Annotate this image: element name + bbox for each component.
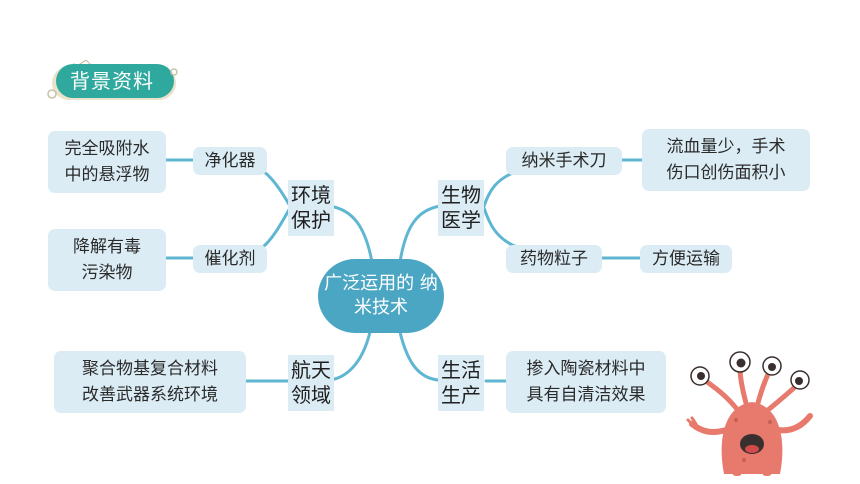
life-desc-line1: 掺入陶瓷材料中 xyxy=(526,359,646,379)
connector-center-bio xyxy=(398,204,442,264)
monster-mascot-icon xyxy=(686,351,813,476)
bio-knife-desc-line1: 流血量少，手术 xyxy=(666,137,786,157)
category-env-line1: 环境 xyxy=(291,183,331,207)
swirl-decoration-icon xyxy=(47,89,57,99)
env-item-purifier-desc: 完全吸附水 中的悬浮物 xyxy=(48,131,166,193)
bio-item-particle-label: 药物粒子 xyxy=(520,249,588,269)
badge-background xyxy=(47,60,178,100)
category-bio: 生物 医学 xyxy=(438,180,484,236)
env-item-catalyst-label: 催化剂 xyxy=(204,249,256,269)
bio-item-knife-label: 纳米手术刀 xyxy=(521,151,607,171)
category-aero-line2: 领域 xyxy=(291,383,331,407)
center-line2: 纳米技术 xyxy=(354,273,438,318)
category-env-line2: 保护 xyxy=(291,208,331,232)
env-item-purifier: 净化器 xyxy=(193,147,267,175)
badge-label: 背景资料 xyxy=(70,69,154,93)
env-catalyst-desc-line1: 降解有毒 xyxy=(73,237,141,257)
category-life: 生活 生产 xyxy=(438,355,484,411)
bio-knife-desc-line2: 伤口创伤面积小 xyxy=(666,163,786,183)
category-bio-line1: 生物 xyxy=(441,183,481,207)
env-purifier-desc-line1: 完全吸附水 xyxy=(64,139,150,159)
aero-item-desc: 聚合物基复合材料 改善武器系统环境 xyxy=(54,351,246,413)
category-life-line2: 生产 xyxy=(441,383,481,407)
bio-item-knife-desc: 流血量少，手术 伤口创伤面积小 xyxy=(642,129,810,191)
env-catalyst-desc-line2: 污染物 xyxy=(81,263,133,283)
life-desc-line2: 具有自清洁效果 xyxy=(526,385,646,405)
life-item-desc: 掺入陶瓷材料中 具有自清洁效果 xyxy=(506,351,666,413)
aero-desc-line2: 改善武器系统环境 xyxy=(82,385,218,405)
bio-particle-desc-label: 方便运输 xyxy=(652,249,720,269)
connector-center-aero xyxy=(328,330,372,382)
env-purifier-desc-line2: 中的悬浮物 xyxy=(64,165,150,185)
center-node: 广泛运用的 纳米技术 xyxy=(318,259,444,333)
bio-item-knife: 纳米手术刀 xyxy=(506,147,622,175)
category-life-line1: 生活 xyxy=(441,358,481,382)
category-aero-line1: 航天 xyxy=(291,358,331,382)
category-env: 环境 保护 xyxy=(288,180,334,236)
env-item-catalyst: 催化剂 xyxy=(193,245,267,273)
connector-center-env xyxy=(328,204,374,264)
center-line1: 广泛运用的 xyxy=(324,273,415,294)
env-item-catalyst-desc: 降解有毒 污染物 xyxy=(48,229,166,291)
bio-item-particle: 药物粒子 xyxy=(506,245,602,273)
aero-desc-line1: 聚合物基复合材料 xyxy=(82,359,218,379)
env-item-purifier-label: 净化器 xyxy=(204,151,256,171)
connector-center-life xyxy=(398,330,440,382)
category-bio-line2: 医学 xyxy=(441,208,481,232)
bio-item-particle-desc: 方便运输 xyxy=(640,245,732,273)
category-aero: 航天 领域 xyxy=(288,355,334,411)
